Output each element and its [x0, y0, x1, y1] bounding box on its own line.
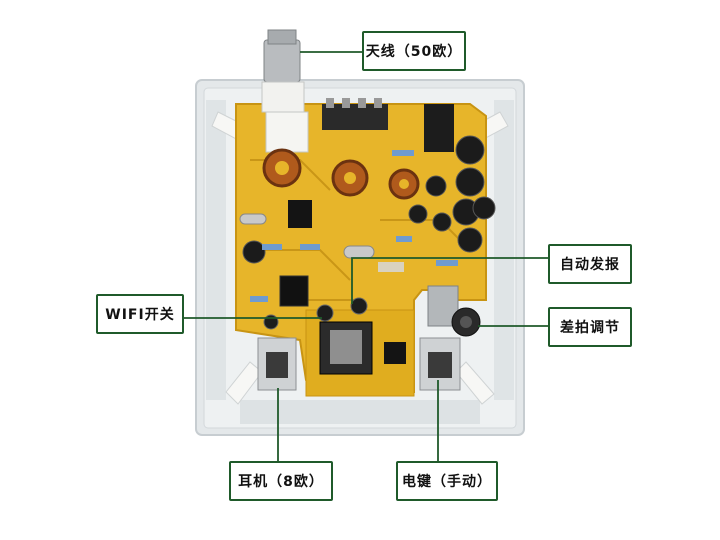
- antenna-label: 天线（50欧）: [362, 31, 466, 71]
- leader-lines: [184, 51, 548, 461]
- wifi-switch-label: WIFI开关: [96, 294, 184, 334]
- key-label: 电键（手动）: [396, 461, 498, 501]
- small-components: [239, 150, 458, 302]
- earphone-label: 耳机（8欧）: [229, 461, 333, 501]
- bnc-antenna-connector: [261, 29, 309, 153]
- auto-send-label: 自动发报: [548, 244, 632, 284]
- tuning-knob: [427, 285, 481, 337]
- toroid-inductors: [262, 148, 420, 200]
- header-pins: [322, 98, 454, 152]
- electrolytic-capacitors: [242, 135, 496, 264]
- beat-tuning-label: 差拍调节: [548, 307, 632, 347]
- audio-jacks: [257, 337, 461, 391]
- integrated-circuits: [279, 200, 406, 375]
